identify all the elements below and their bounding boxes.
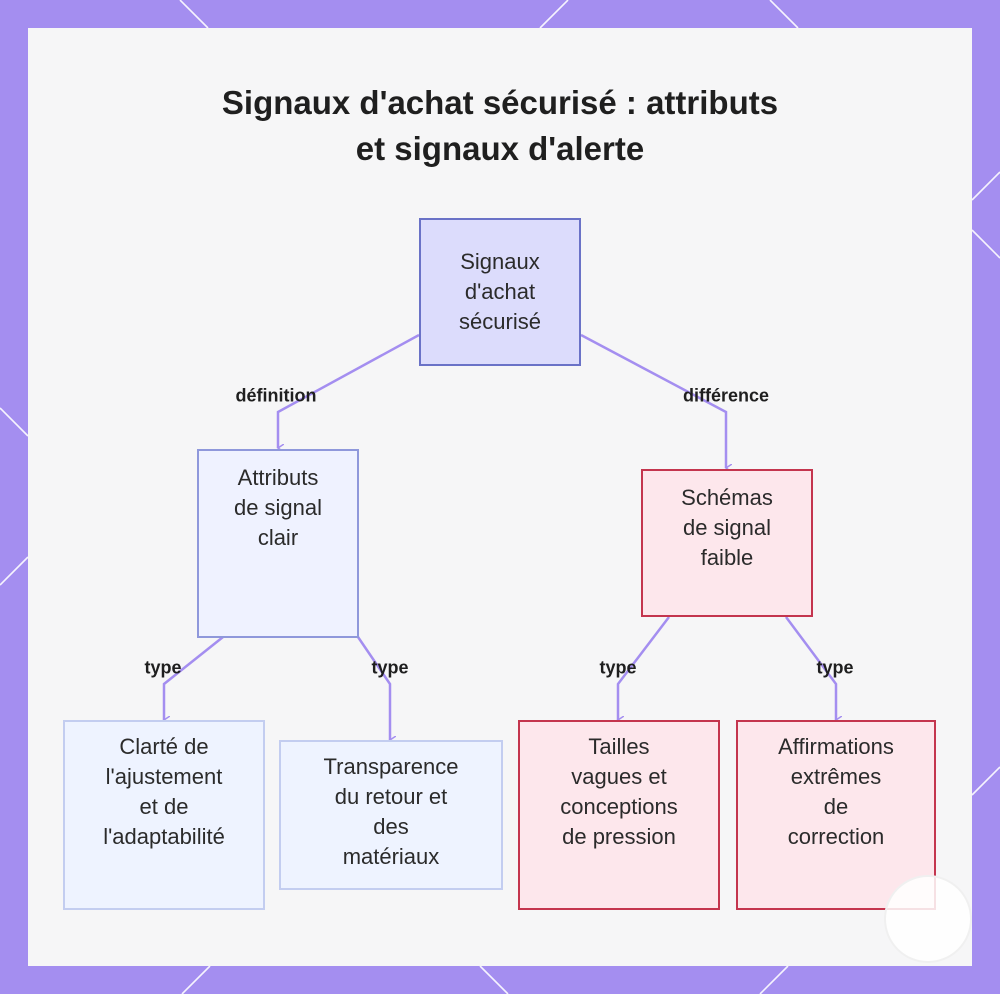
edge-attributes-to-fit: [164, 636, 224, 720]
edge-label-difference: différence: [682, 385, 770, 406]
node-text-line: clair: [257, 525, 299, 550]
node-text-line: de signal: [233, 495, 323, 520]
node-text-line: et de: [139, 794, 189, 819]
edge-label-type: type: [144, 657, 182, 678]
node-text-line: faible: [700, 545, 754, 570]
node-text-line: sécurisé: [459, 309, 541, 334]
edge-layer: [28, 333, 972, 966]
diagram-title: Signaux d'achat sécurisé : attributs et …: [150, 80, 850, 172]
edge-weak-to-vague: [618, 616, 670, 720]
node-text-line: de: [823, 794, 849, 819]
node-text-line: d'achat: [464, 279, 536, 304]
node-text-line: l'ajustement: [105, 764, 223, 789]
node-text-line: de signal: [682, 515, 772, 540]
node-signaux-achat-securise: Signaux d'achat sécurisé: [419, 218, 581, 366]
node-text-line: correction: [787, 824, 885, 849]
node-tailles-vagues: Tailles vagues et conceptions de pressio…: [518, 720, 720, 910]
node-text-line: des: [373, 814, 409, 839]
node-text-line: Schémas: [681, 485, 773, 510]
edge-label-type: type: [371, 657, 409, 678]
node-text-line: matériaux: [342, 844, 440, 869]
node-schemas-signal-faible: Schémas de signal faible: [641, 469, 813, 617]
node-text-line: Affirmations: [778, 734, 894, 759]
node-text-line: Attributs: [237, 465, 319, 490]
node-text-line: l'adaptabilité: [103, 824, 225, 849]
node-text-line: de pression: [562, 824, 676, 849]
node-text-line: vagues et: [571, 764, 667, 789]
edge-label-type: type: [816, 657, 854, 678]
node-text-line: Clarté de: [119, 734, 209, 759]
node-text-line: extrêmes: [790, 764, 882, 789]
title-line-2: et signaux d'alerte: [355, 130, 645, 167]
node-clarte-ajustement: Clarté de l'ajustement et de l'adaptabil…: [63, 720, 265, 910]
node-affirmations-extremes: Affirmations extrêmes de correction: [736, 720, 936, 910]
node-text-line: Signaux: [460, 249, 540, 274]
node-text-line: du retour et: [334, 784, 448, 809]
edge-weak-to-claims: [784, 616, 836, 720]
edge-label-definition: définition: [235, 385, 317, 406]
node-text-line: Tailles: [588, 734, 650, 759]
edge-attributes-to-return: [356, 636, 390, 740]
node-text-line: Transparence: [323, 754, 459, 779]
node-text-line: conceptions: [560, 794, 678, 819]
logo-stamp: [884, 875, 972, 963]
node-attributs-signal-clair: Attributs de signal clair: [197, 449, 359, 638]
edge-root-to-weak: [580, 333, 726, 468]
edge-root-to-attributes: [278, 333, 420, 448]
title-line-1: Signaux d'achat sécurisé : attributs: [221, 84, 779, 121]
edge-label-type: type: [599, 657, 637, 678]
node-transparence-retour: Transparence du retour et des matériaux: [279, 740, 503, 890]
